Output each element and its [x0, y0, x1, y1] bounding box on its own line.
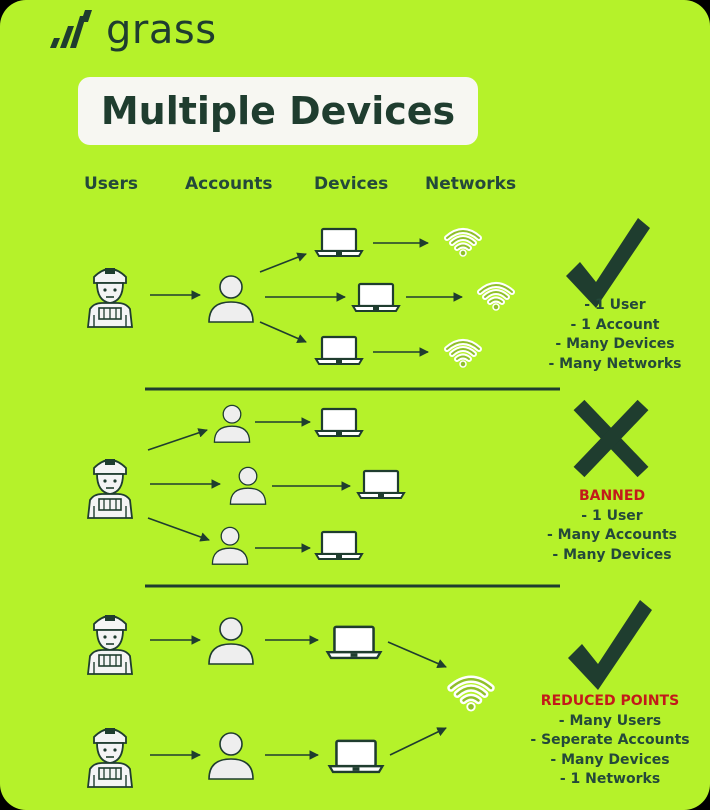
page-title: Multiple Devices	[100, 89, 456, 133]
flow-arrows	[150, 238, 463, 357]
user-icon	[87, 614, 133, 675]
note-line: - 1 User	[584, 297, 646, 313]
wifi-icon	[447, 342, 479, 367]
column-header-users: Users	[84, 174, 138, 194]
laptop-icon	[356, 469, 406, 500]
checkmark-icon	[566, 218, 650, 308]
note-line: - Many Users	[558, 712, 662, 729]
status-label: REDUCED POINTS	[540, 693, 680, 709]
brand-name: grass	[106, 7, 217, 53]
column-header-accounts: Accounts	[185, 174, 273, 194]
laptop-icon	[314, 530, 364, 561]
section-note: BANNED - 1 User - Many Accounts - Many D…	[537, 487, 687, 565]
laptop-icon	[326, 625, 382, 660]
note-line: - 1 Account	[570, 316, 660, 333]
note-line: - Seperate Accounts	[530, 732, 690, 748]
user-icon	[87, 267, 133, 328]
account-icon	[208, 732, 254, 780]
wifi-icon	[480, 285, 512, 310]
column-header-devices: Devices	[314, 174, 389, 194]
flow-arrows	[147, 417, 351, 553]
note-line: - Many Networks	[548, 355, 682, 372]
laptop-icon	[328, 739, 384, 774]
laptop-icon	[314, 407, 364, 438]
note-line: - 1 Networks	[559, 771, 661, 787]
section-note: - 1 User - 1 Account - Many Devices - Ma…	[540, 296, 690, 374]
column-header-networks: Networks	[425, 174, 517, 194]
note-line: - Many Devices	[555, 336, 675, 352]
account-icon	[213, 404, 251, 443]
note-line: - Many Accounts	[546, 527, 678, 543]
user-icon	[87, 458, 133, 519]
status-label: BANNED	[578, 488, 646, 504]
flow-arrows	[150, 635, 447, 760]
brand: grass	[48, 7, 217, 53]
title-box: Multiple Devices	[78, 77, 478, 145]
grass-logo-icon	[50, 10, 92, 48]
note-line: - Many Devices	[552, 546, 672, 563]
account-icon	[211, 526, 249, 565]
note-line: - Many Devices	[550, 751, 670, 768]
section-note: REDUCED POINTS - Many Users - Seperate A…	[525, 692, 695, 790]
note-line: - 1 User	[581, 507, 643, 524]
laptop-icon	[351, 282, 401, 313]
wifi-icon	[447, 231, 479, 256]
wifi-icon	[451, 679, 491, 710]
laptop-icon	[314, 227, 364, 258]
account-icon	[208, 275, 254, 323]
account-icon	[229, 466, 267, 505]
checkmark-icon	[568, 600, 652, 690]
laptop-icon	[314, 335, 364, 366]
user-icon	[87, 727, 133, 788]
account-icon	[208, 617, 254, 665]
cross-icon	[573, 399, 649, 478]
